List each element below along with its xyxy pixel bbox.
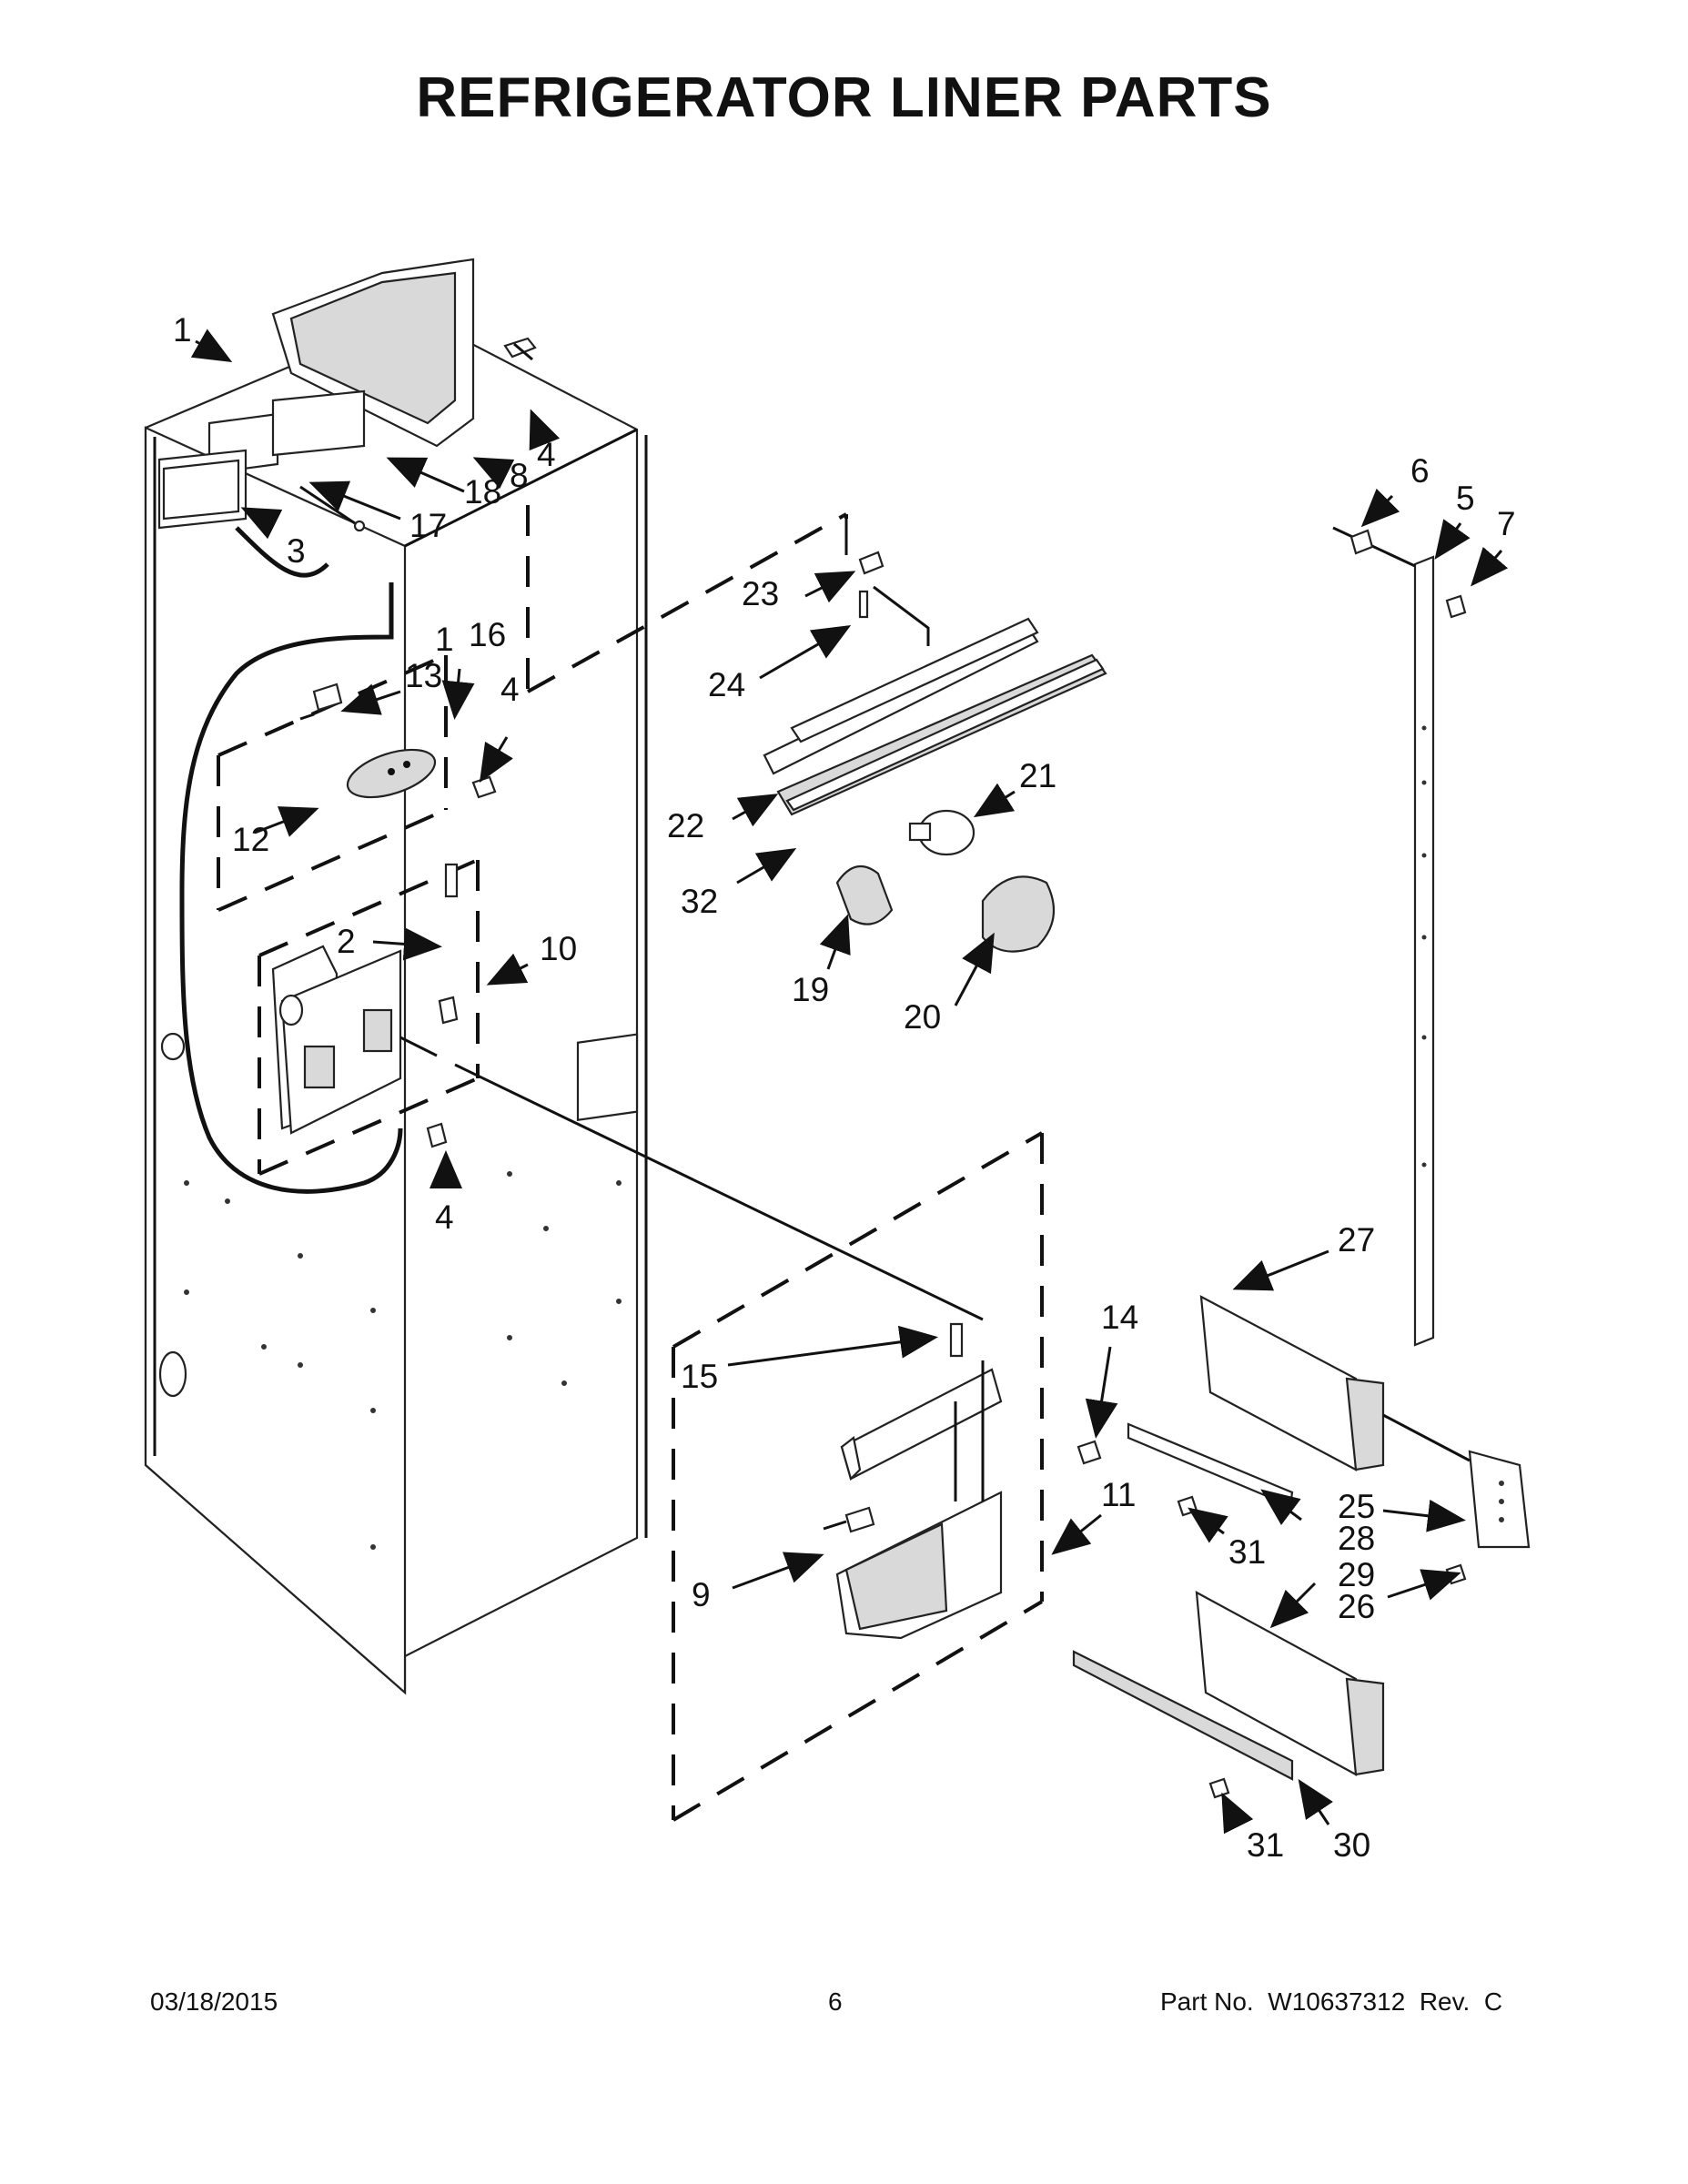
- callout-29: 29: [1338, 1556, 1375, 1593]
- callout-7: 7: [1497, 505, 1516, 542]
- callout-5: 5: [1456, 480, 1475, 517]
- vertical-rail: [1332, 526, 1467, 1347]
- footer-date: 03/18/2015: [150, 1987, 278, 2016]
- footer-part-number: Part No. W10637312 Rev. C: [1160, 1987, 1503, 2016]
- callout-6: 6: [1410, 452, 1430, 490]
- callout-21: 21: [1019, 757, 1056, 794]
- callout-24: 24: [708, 666, 745, 703]
- callout-22: 22: [667, 807, 704, 844]
- wire-harness: [179, 582, 403, 1194]
- leader-dashed-lines: [526, 505, 848, 693]
- callout-arrows: [190, 329, 1509, 1835]
- callout-1-second: 1: [435, 621, 454, 658]
- callout-9: 9: [692, 1576, 711, 1613]
- callout-4-middle: 4: [500, 671, 520, 708]
- callout-11: 11: [1101, 1476, 1136, 1513]
- callout-2: 2: [337, 923, 356, 960]
- callout-31-lower: 31: [1247, 1826, 1284, 1864]
- control-panel-group: [217, 653, 497, 912]
- callout-15: 15: [681, 1358, 718, 1395]
- top-duct-assembly: [157, 258, 537, 578]
- dispenser-panel-group: [258, 858, 480, 1176]
- callout-30: 30: [1333, 1826, 1370, 1864]
- callout-27: 27: [1338, 1221, 1375, 1259]
- callout-31-upper: 31: [1228, 1533, 1266, 1571]
- callout-16: 16: [469, 616, 506, 653]
- callout-25: 25: [1338, 1488, 1375, 1525]
- callout-labels: 1 2 3 4 4 4 4 5 6 7 8 9 10 11 12 13 14 1…: [173, 311, 1516, 1864]
- callout-12: 12: [232, 821, 269, 858]
- callout-1: 1: [173, 311, 192, 349]
- light-assembly: [763, 551, 1107, 953]
- callout-3: 3: [287, 532, 306, 570]
- callout-14: 14: [1101, 1299, 1138, 1336]
- callout-13: 13: [405, 657, 442, 694]
- page-title: REFRIGERATOR LINER PARTS: [416, 66, 1272, 129]
- callout-18: 18: [464, 473, 501, 511]
- callout-28: 28: [1338, 1520, 1375, 1557]
- callout-23: 23: [742, 575, 779, 612]
- ice-bin-assembly: [672, 1131, 1102, 1822]
- callout-19: 19: [792, 971, 829, 1008]
- callout-17: 17: [409, 507, 447, 544]
- shelf-trim-assembly: [1072, 1295, 1531, 1799]
- callout-26: 26: [1338, 1588, 1375, 1625]
- callout-10: 10: [540, 930, 577, 967]
- callout-8: 8: [510, 457, 529, 494]
- callout-32: 32: [681, 883, 718, 920]
- footer-page-number: 6: [828, 1987, 843, 2016]
- callout-4-lower: 4: [435, 1198, 454, 1236]
- callout-20: 20: [904, 998, 941, 1036]
- callout-4-top: 4: [537, 436, 556, 473]
